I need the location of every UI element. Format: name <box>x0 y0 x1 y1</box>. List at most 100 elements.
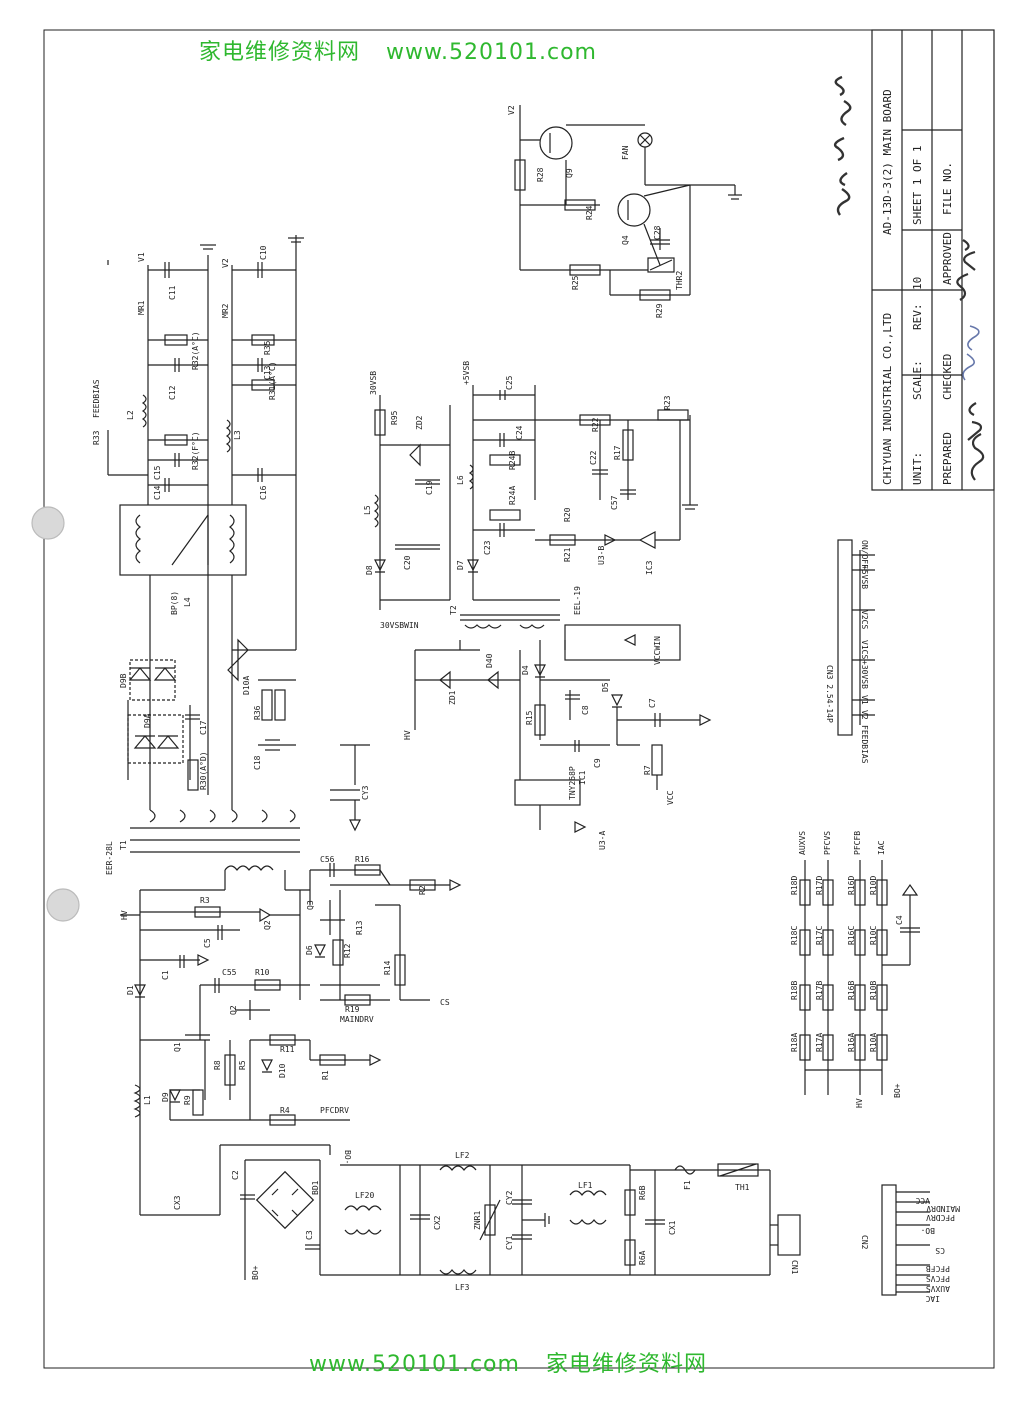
label-c12: C12 <box>168 385 177 400</box>
inductor-l2 <box>141 394 147 428</box>
label-c28: C28 <box>653 225 662 240</box>
label-c5: C5 <box>203 938 212 948</box>
label-c55: C55 <box>222 968 237 977</box>
inductor-l6 <box>468 464 474 490</box>
connector-cn3: CN3 2.54-14P ON/OFF +5VSB V2CS V1CS +30V… <box>825 539 875 764</box>
label-r29: R29 <box>655 303 664 318</box>
title-block: CHIYUAN INDUSTRIAL CO.,LTD AD-13D-3(2) M… <box>833 29 995 491</box>
label-pfcfb: PFCFB <box>853 831 862 855</box>
handwritten-note <box>833 75 852 216</box>
label-r21: R21 <box>563 547 572 562</box>
label-cn2-auxvs: AUXVS <box>926 1284 950 1293</box>
label-cn3-30vsb: +30VSB <box>860 660 869 689</box>
label-ic1: IC1 <box>578 770 587 785</box>
diode-d8 <box>374 559 386 573</box>
label-cy3: CY3 <box>361 785 370 800</box>
label-feedbias: FEEDBIAS <box>92 379 101 418</box>
label-r24: R24 <box>585 205 594 220</box>
label-r31: R31(A°C) <box>268 361 277 400</box>
label-pfcvs: PFCVS <box>823 831 832 855</box>
transistor-q9 <box>539 126 573 160</box>
inductor-lf3 <box>439 1269 477 1275</box>
label-l2: L2 <box>126 410 135 420</box>
label-q3: Q3 <box>306 900 315 910</box>
watermark-site-name: 家电维修资料网 <box>545 1352 707 1377</box>
diode-d9b <box>128 667 152 681</box>
label-vccwin: VCCWIN <box>653 636 662 665</box>
label-cn2-cs: CS <box>935 1246 945 1255</box>
diode-d7 <box>467 559 479 573</box>
varistor-znr1 <box>484 1204 496 1236</box>
label-d40: D40 <box>485 653 494 668</box>
label-r17a: R17A <box>815 1033 824 1052</box>
input-emi-section: BO- C2 BD1 C3 BO+ CX3 LF2 LF20 CX2 ZNR1 … <box>139 1144 801 1292</box>
label-c11: C11 <box>168 285 177 300</box>
inductor-l1 <box>133 1084 141 1118</box>
label-cn3-v1: V1 <box>860 695 869 705</box>
coupled-inductor-l4 <box>119 504 247 576</box>
label-l1: L1 <box>143 1095 152 1105</box>
label-zd1: ZD1 <box>448 690 457 705</box>
label-iac: IAC <box>877 840 886 855</box>
standby-section: 30VSB +5VSB R95 ZD2 C19 L5 C20 D8 L6 C25… <box>363 361 698 630</box>
label-r16c: R16C <box>847 926 856 945</box>
label-r16: R16 <box>355 855 370 864</box>
label-q2-d2: Q2 <box>263 920 272 930</box>
label-cn3-feedbias: FEEDBIAS <box>860 725 869 764</box>
label-r30: R30(A°D) <box>199 751 208 790</box>
label-v1: V1 <box>137 252 146 262</box>
label-r25: R25 <box>571 275 580 290</box>
label-r22: R22 <box>591 417 600 432</box>
label-lf2: LF2 <box>455 1151 470 1160</box>
main-switching-section: Q3 C56 R16 R2 R3 Q2 C5 D6 R12 R13 R14 C1… <box>120 855 462 1165</box>
label-r18b: R18B <box>790 981 799 1000</box>
label-tny268p: TNY268P <box>568 766 577 800</box>
label-mr1: MR1 <box>137 300 146 315</box>
label-cn2-pfcdrv: PFCDRV <box>926 1213 955 1222</box>
signature-checked <box>962 325 980 381</box>
label-d8: D8 <box>365 565 374 575</box>
label-l5: L5 <box>363 505 372 515</box>
diode-d10 <box>261 1059 273 1073</box>
label-30vsb: 30VSB <box>369 371 378 395</box>
label-cn3-v2cs: V2CS <box>860 610 869 629</box>
label-thr2: THR2 <box>675 271 684 290</box>
label-d4: D4 <box>521 665 530 675</box>
label-c57: C57 <box>610 495 619 510</box>
label-r10d: R10D <box>869 876 878 895</box>
label-c2: C2 <box>231 1170 240 1180</box>
label-mr2: MR2 <box>221 303 230 318</box>
inductor-l5 <box>373 494 379 528</box>
label-eer28l: EER-28L <box>105 841 114 875</box>
label-l3: L3 <box>233 430 242 440</box>
diode-d2 <box>259 907 272 923</box>
label-c24: C24 <box>515 425 524 440</box>
label-cs: CS <box>440 998 450 1007</box>
label-pfcdrv: PFCDRV <box>320 1106 349 1115</box>
diode-d1 <box>134 984 146 998</box>
label-r19: R19 <box>345 1005 360 1014</box>
fuse-f1 <box>674 1165 696 1175</box>
watermark-site-name: 家电维修资料网 <box>199 40 361 65</box>
label-cx2: CX2 <box>433 1215 442 1230</box>
label-q1: Q1 <box>173 1042 182 1052</box>
label-c17: C17 <box>199 720 208 735</box>
inductor-l3 <box>225 419 231 453</box>
label-u3a: U3-A <box>598 831 607 850</box>
label-d7: D7 <box>456 560 465 570</box>
label-t1: T1 <box>119 840 128 850</box>
label-fan: FAN <box>621 145 630 160</box>
label-c14: C14 <box>153 485 162 500</box>
label-r10a: R10A <box>869 1033 878 1052</box>
label-r95: R95 <box>390 410 399 425</box>
label-r24b: R24B <box>508 451 517 470</box>
label-c19: C19 <box>425 480 434 495</box>
label-t2: T2 <box>449 605 458 615</box>
label-r17c: R17C <box>815 926 824 945</box>
label-q4: Q4 <box>621 235 630 245</box>
label-vcc: VCC <box>666 790 675 805</box>
title-rev-label: REV: <box>911 304 924 331</box>
label-c25: C25 <box>505 375 514 390</box>
label-auxvs: AUXVS <box>798 831 807 855</box>
regulator-ic3 <box>638 531 656 549</box>
